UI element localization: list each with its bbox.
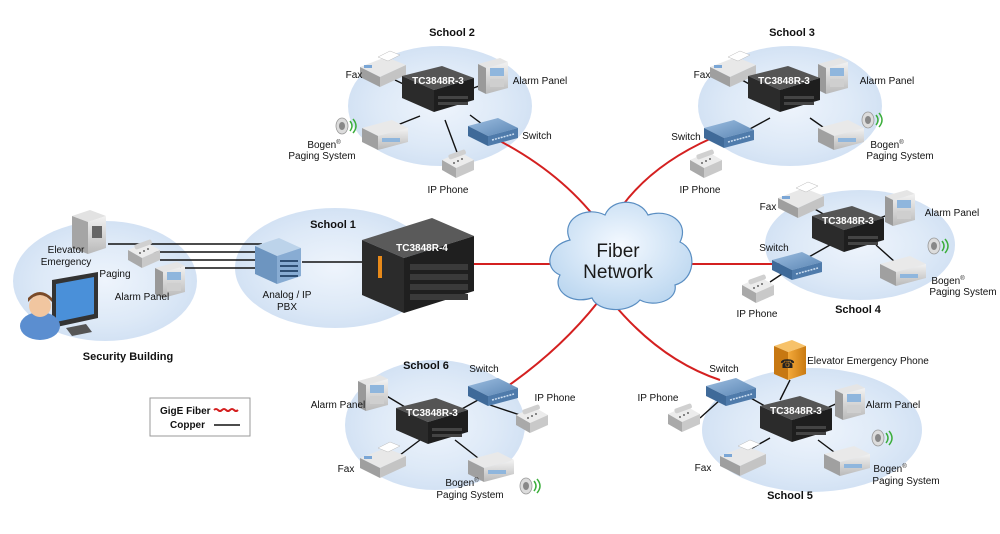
legend-fiber-label: GigE Fiber xyxy=(160,406,211,417)
school3-title: School 3 xyxy=(769,27,815,39)
school5-switch-label: Switch xyxy=(709,364,738,375)
school2-alarm-panel-icon xyxy=(478,58,508,94)
school5-fax-label: Fax xyxy=(695,463,712,474)
pbx-label-1: Analog / IP xyxy=(263,290,312,301)
school2-title: School 2 xyxy=(429,27,475,39)
school6-group: School 6 Switch IP Phone Alarm Panel TC3… xyxy=(311,360,576,501)
school2-alarm-label: Alarm Panel xyxy=(513,76,567,87)
fiber-link-school6 xyxy=(504,301,599,389)
school4-device-label: TC3848R-3 xyxy=(822,216,874,227)
school6-paging-system-label: Paging System xyxy=(436,490,503,501)
school3-device-label: TC3848R-3 xyxy=(758,76,810,87)
elevator-emergency-label-2: Emergency xyxy=(41,257,92,268)
school4-fax-label: Fax xyxy=(760,202,777,213)
school3-ip-phone-label: IP Phone xyxy=(680,185,721,196)
cloud-label-line1: Fiber xyxy=(596,241,640,262)
school3-bogen-label: Bogen® xyxy=(870,139,904,151)
school6-fax-label: Fax xyxy=(338,464,355,475)
school5-alarm-label: Alarm Panel xyxy=(866,400,920,411)
security-alarm-label: Alarm Panel xyxy=(115,292,169,303)
school3-switch-label: Switch xyxy=(671,132,700,143)
paging-label: Paging xyxy=(99,269,130,280)
school6-ip-phone-label: IP Phone xyxy=(535,393,576,404)
security-officer-icon xyxy=(20,292,60,340)
pbx-icon xyxy=(255,238,301,284)
fiber-network-cloud: Fiber Network xyxy=(549,201,693,311)
computer-monitor-icon xyxy=(52,272,98,336)
school3-alarm-panel-icon xyxy=(818,58,848,94)
school6-alarm-label: Alarm Panel xyxy=(311,400,365,411)
school5-bogen-label: Bogen® xyxy=(873,463,907,475)
legend-copper-label: Copper xyxy=(170,420,205,431)
school3-rack-device-icon: TC3848R-3 xyxy=(748,66,820,112)
school6-title: School 6 xyxy=(403,360,449,372)
school4-title: School 4 xyxy=(835,304,882,316)
school3-ip-phone-icon xyxy=(690,149,722,178)
security-building-group: Elevator Emergency Paging Alarm Panel Se… xyxy=(20,210,185,363)
school6-device-label: TC3848R-3 xyxy=(406,408,458,419)
school2-ip-phone-label: IP Phone xyxy=(428,185,469,196)
school5-alarm-panel-icon xyxy=(835,384,865,420)
school2-bogen-label: Bogen® xyxy=(307,139,341,151)
fiber-link-school5 xyxy=(611,301,721,381)
school4-bogen-label: Bogen® xyxy=(931,275,965,287)
school4-ip-phone-label: IP Phone xyxy=(737,309,778,320)
school2-device-label: TC3848R-3 xyxy=(412,76,464,87)
school5-rack-device-icon: TC3848R-3 xyxy=(760,396,832,442)
school5-paging-system-label: Paging System xyxy=(872,476,939,487)
school2-fax-label: Fax xyxy=(346,70,363,81)
school5-ip-phone-icon xyxy=(668,403,700,432)
school4-paging-system-label: Paging System xyxy=(929,287,996,298)
school6-switch-label: Switch xyxy=(469,364,498,375)
school2-switch-label: Switch xyxy=(522,131,551,142)
elevator-phone-icon: ☎ xyxy=(774,340,806,380)
school5-elevator-phone-label: Elevator Emergency Phone xyxy=(807,356,929,367)
school5-ip-phone-label: IP Phone xyxy=(638,393,679,404)
school2-group: School 2 Fax Alarm Panel TC3848R-3 Switc… xyxy=(288,27,567,196)
elevator-emergency-icon xyxy=(72,210,106,254)
elevator-emergency-label-1: Elevator xyxy=(48,245,85,256)
school5-device-label: TC3848R-3 xyxy=(770,406,822,417)
pbx-label-2: PBX xyxy=(277,302,297,313)
school2-rack-device-icon: TC3848R-3 xyxy=(402,66,474,112)
school4-group: Fax Alarm Panel TC3848R-3 Switch IP Phon… xyxy=(737,181,997,320)
legend: GigE Fiber Copper xyxy=(149,397,251,437)
school4-alarm-panel-icon xyxy=(885,190,915,226)
school5-group: ☎ Elevator Emergency Phone Switch IP Pho… xyxy=(638,340,940,502)
school3-alarm-label: Alarm Panel xyxy=(860,76,914,87)
school2-paging-system-label: Paging System xyxy=(288,151,355,162)
school3-group: School 3 Fax Alarm Panel TC3848R-3 Switc… xyxy=(671,27,933,196)
rack-device-icon-school1: TC3848R-4 xyxy=(362,218,474,313)
school6-paging-speaker-icon xyxy=(519,477,541,495)
legend-fiber-swatch xyxy=(213,408,239,412)
school4-switch-label: Switch xyxy=(759,243,788,254)
school5-title: School 5 xyxy=(767,490,813,502)
school1-title: School 1 xyxy=(310,219,356,231)
school3-fax-label: Fax xyxy=(694,70,711,81)
cloud-label-line2: Network xyxy=(583,262,653,283)
security-building-title: Security Building xyxy=(83,351,173,363)
elevator-handset-glyph: ☎ xyxy=(780,357,795,371)
school1-device-label: TC3848R-4 xyxy=(396,243,448,254)
school4-alarm-label: Alarm Panel xyxy=(925,208,979,219)
school6-rack-device-icon: TC3848R-3 xyxy=(396,398,468,444)
school6-bogen-label: Bogen® xyxy=(445,477,479,489)
school4-ip-phone-icon xyxy=(742,274,774,303)
school1-group: School 1 Analog / IP PBX TC3848R-4 xyxy=(255,218,474,313)
school4-rack-device-icon: TC3848R-3 xyxy=(812,206,884,252)
school3-paging-system-label: Paging System xyxy=(866,151,933,162)
